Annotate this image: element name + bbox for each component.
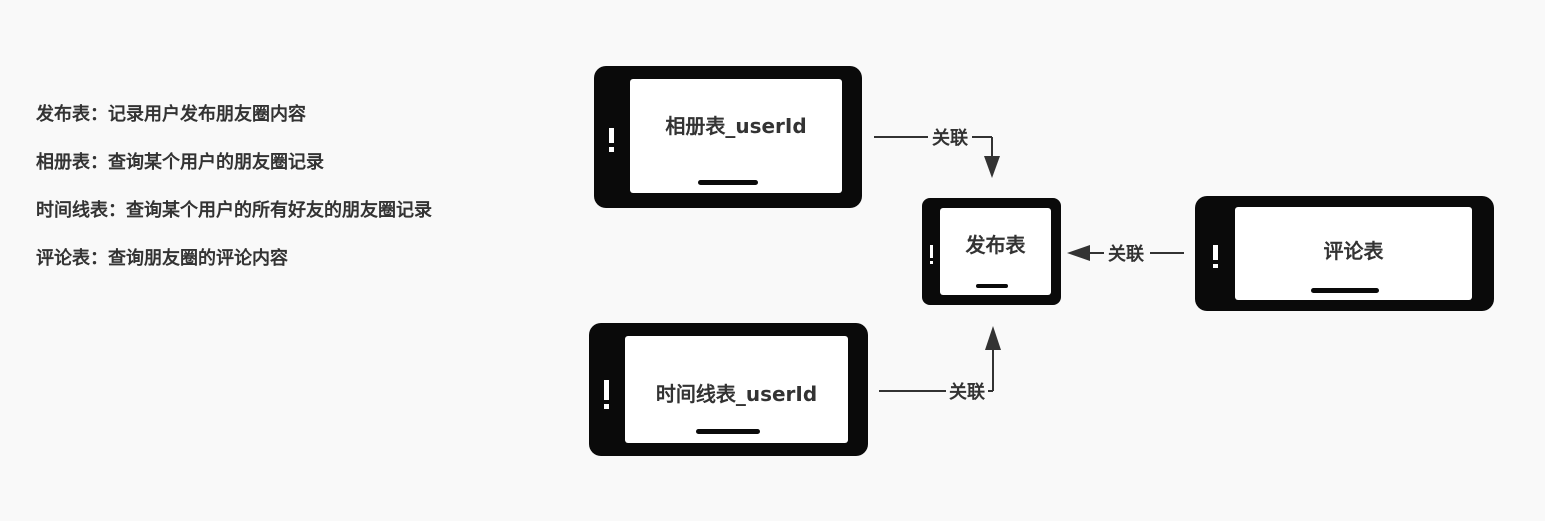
album-table-label: 相册表_userId [665,113,807,138]
arrowhead-up-icon [985,326,1001,350]
comment-table-screen: 评论表 [1235,207,1472,300]
note-album: 相册表：查询某个用户的朋友圈记录 [36,152,324,173]
side-dot-icon [609,147,614,152]
link-label-timeline: 关联 [949,381,985,403]
arrowhead-down-icon [984,156,1000,178]
side-dot-icon [604,404,609,409]
link-label-comment: 关联 [1108,243,1144,265]
publish-table-node: 发布表 [922,198,1061,305]
side-button-icon [930,245,933,258]
home-bar-icon [1311,288,1379,293]
note-comment: 评论表：查询朋友圈的评论内容 [36,248,288,269]
timeline-table-label: 时间线表_userId [655,382,818,406]
link-label-album: 关联 [932,127,968,149]
connector-comment-to-publish: 关联 [1067,243,1184,265]
publish-table-label: 发布表 [965,233,1026,257]
side-dot-icon [930,261,933,264]
side-button-icon [1213,245,1218,260]
comment-table-label: 评论表 [1323,239,1384,263]
note-timeline: 时间线表：查询某个用户的所有好友的朋友圈记录 [36,200,432,221]
timeline-table-node: 时间线表_userId [589,323,868,456]
side-button-icon [604,380,609,400]
comment-table-node: 评论表 [1195,196,1494,311]
timeline-table-screen: 时间线表_userId [625,336,848,443]
home-bar-icon [698,180,758,185]
album-table-screen: 相册表_userId [630,79,842,193]
note-publish: 发布表：记录用户发布朋友圈内容 [36,104,306,125]
album-table-node: 相册表_userId [594,66,862,208]
side-dot-icon [1213,264,1218,268]
legend-notes: 发布表：记录用户发布朋友圈内容 相册表：查询某个用户的朋友圈记录 时间线表：查询… [36,102,432,294]
arrowhead-left-icon [1067,245,1090,261]
connector-album-to-publish: 关联 [874,127,1000,178]
connector-timeline-to-publish: 关联 [879,326,1001,403]
home-bar-icon [976,284,1008,288]
home-bar-icon [696,429,760,434]
publish-table-screen: 发布表 [940,208,1051,295]
side-button-icon [609,128,614,143]
